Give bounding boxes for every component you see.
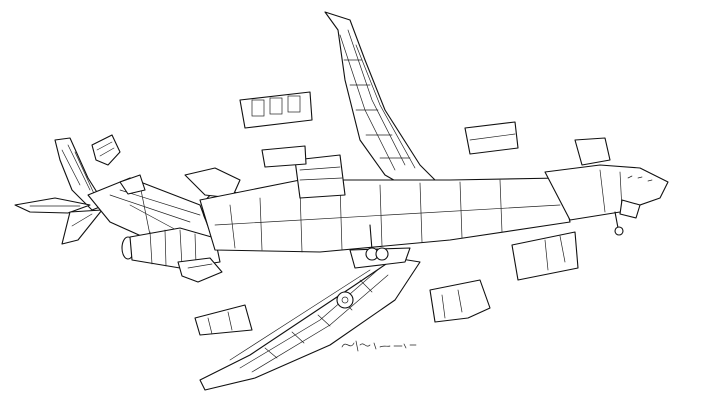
main-landing-gear <box>365 224 389 261</box>
wing-fairing-panel <box>429 279 491 323</box>
right-wing <box>199 257 421 391</box>
cabin-panel-upper-left <box>239 91 313 129</box>
cabin-panel-upper-right <box>464 121 519 155</box>
left-wing <box>324 11 446 196</box>
center-fuselage <box>199 154 571 253</box>
flap-track-fairing <box>194 304 253 336</box>
nose-landing-gear <box>614 199 641 236</box>
rudder-panel <box>91 134 121 166</box>
cockpit-door-panel <box>574 137 611 166</box>
horizontal-stabilizer-left <box>14 197 91 214</box>
floor-panel <box>261 145 307 168</box>
horizontal-stabilizer-right <box>61 209 103 245</box>
cargo-door-panel <box>511 231 579 281</box>
forward-fuselage <box>544 164 669 221</box>
artist-signature <box>340 335 420 357</box>
